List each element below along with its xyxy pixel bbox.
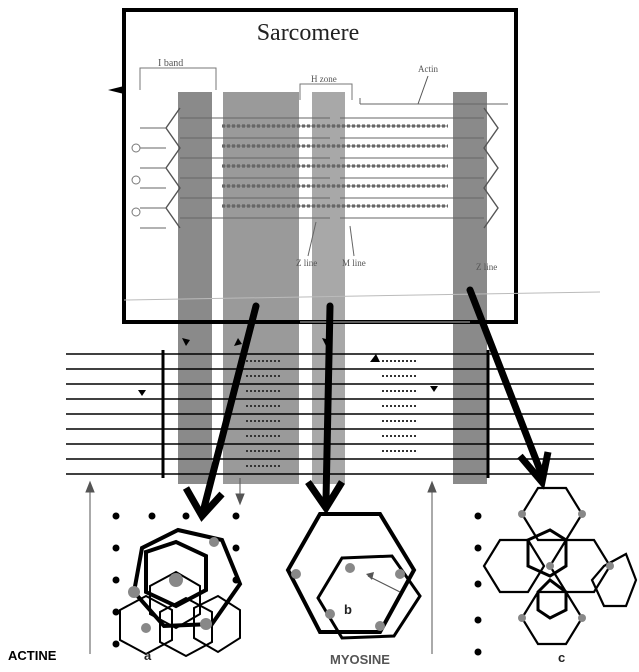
arrow-to-a: [200, 302, 260, 512]
arrow-to-b: [322, 302, 334, 504]
m-line-pointer: [349, 225, 355, 257]
left-small-circles: [131, 143, 141, 217]
actine-label: ACTINE: [8, 648, 57, 663]
thick-arrowheads: [182, 451, 552, 522]
i-band-label: I band: [158, 58, 183, 69]
arrow-to-c: [466, 286, 544, 474]
cross-section-a: a: [119, 527, 243, 663]
inset-left-notch: [108, 86, 124, 94]
cross-section-c-dots: [518, 510, 614, 622]
myosine-label: MYOSINE: [330, 652, 390, 667]
z-line-left-label: Z line: [296, 258, 317, 268]
section-letter-a: a: [144, 648, 152, 663]
m-line-label: M line: [342, 258, 366, 268]
inset-actin-filaments: [180, 117, 484, 219]
z-line-left-pointer: [307, 221, 317, 257]
h-zone-bracket: [299, 83, 353, 100]
thick-arrows: [200, 286, 544, 512]
z-line-right-label: Z line: [476, 262, 497, 272]
actin-label: Actin: [418, 64, 438, 74]
section-letter-c: c: [558, 650, 565, 665]
inset-myosin-core: [222, 125, 448, 207]
band-a-left: [223, 92, 299, 484]
band-z-left: [178, 92, 212, 484]
band-overlays: [178, 92, 487, 484]
myosin-heads-left: [246, 360, 282, 467]
myosin-heads-right: [382, 360, 418, 452]
h-zone-label: H zone: [311, 74, 337, 84]
thin-vertical-arrows: [85, 478, 437, 654]
z-zigzag-right: [483, 107, 499, 229]
sarcomere-inset: I band H zone Actin: [108, 8, 518, 324]
section-letter-b: b: [344, 602, 352, 617]
cross-section-b: b: [285, 512, 422, 640]
diagram-title: Sarcomere: [257, 20, 360, 46]
actin-pointer: [417, 75, 429, 105]
left-end-stubs: [140, 127, 166, 229]
i-band-bracket: [139, 67, 217, 90]
section-dots: [112, 512, 482, 656]
